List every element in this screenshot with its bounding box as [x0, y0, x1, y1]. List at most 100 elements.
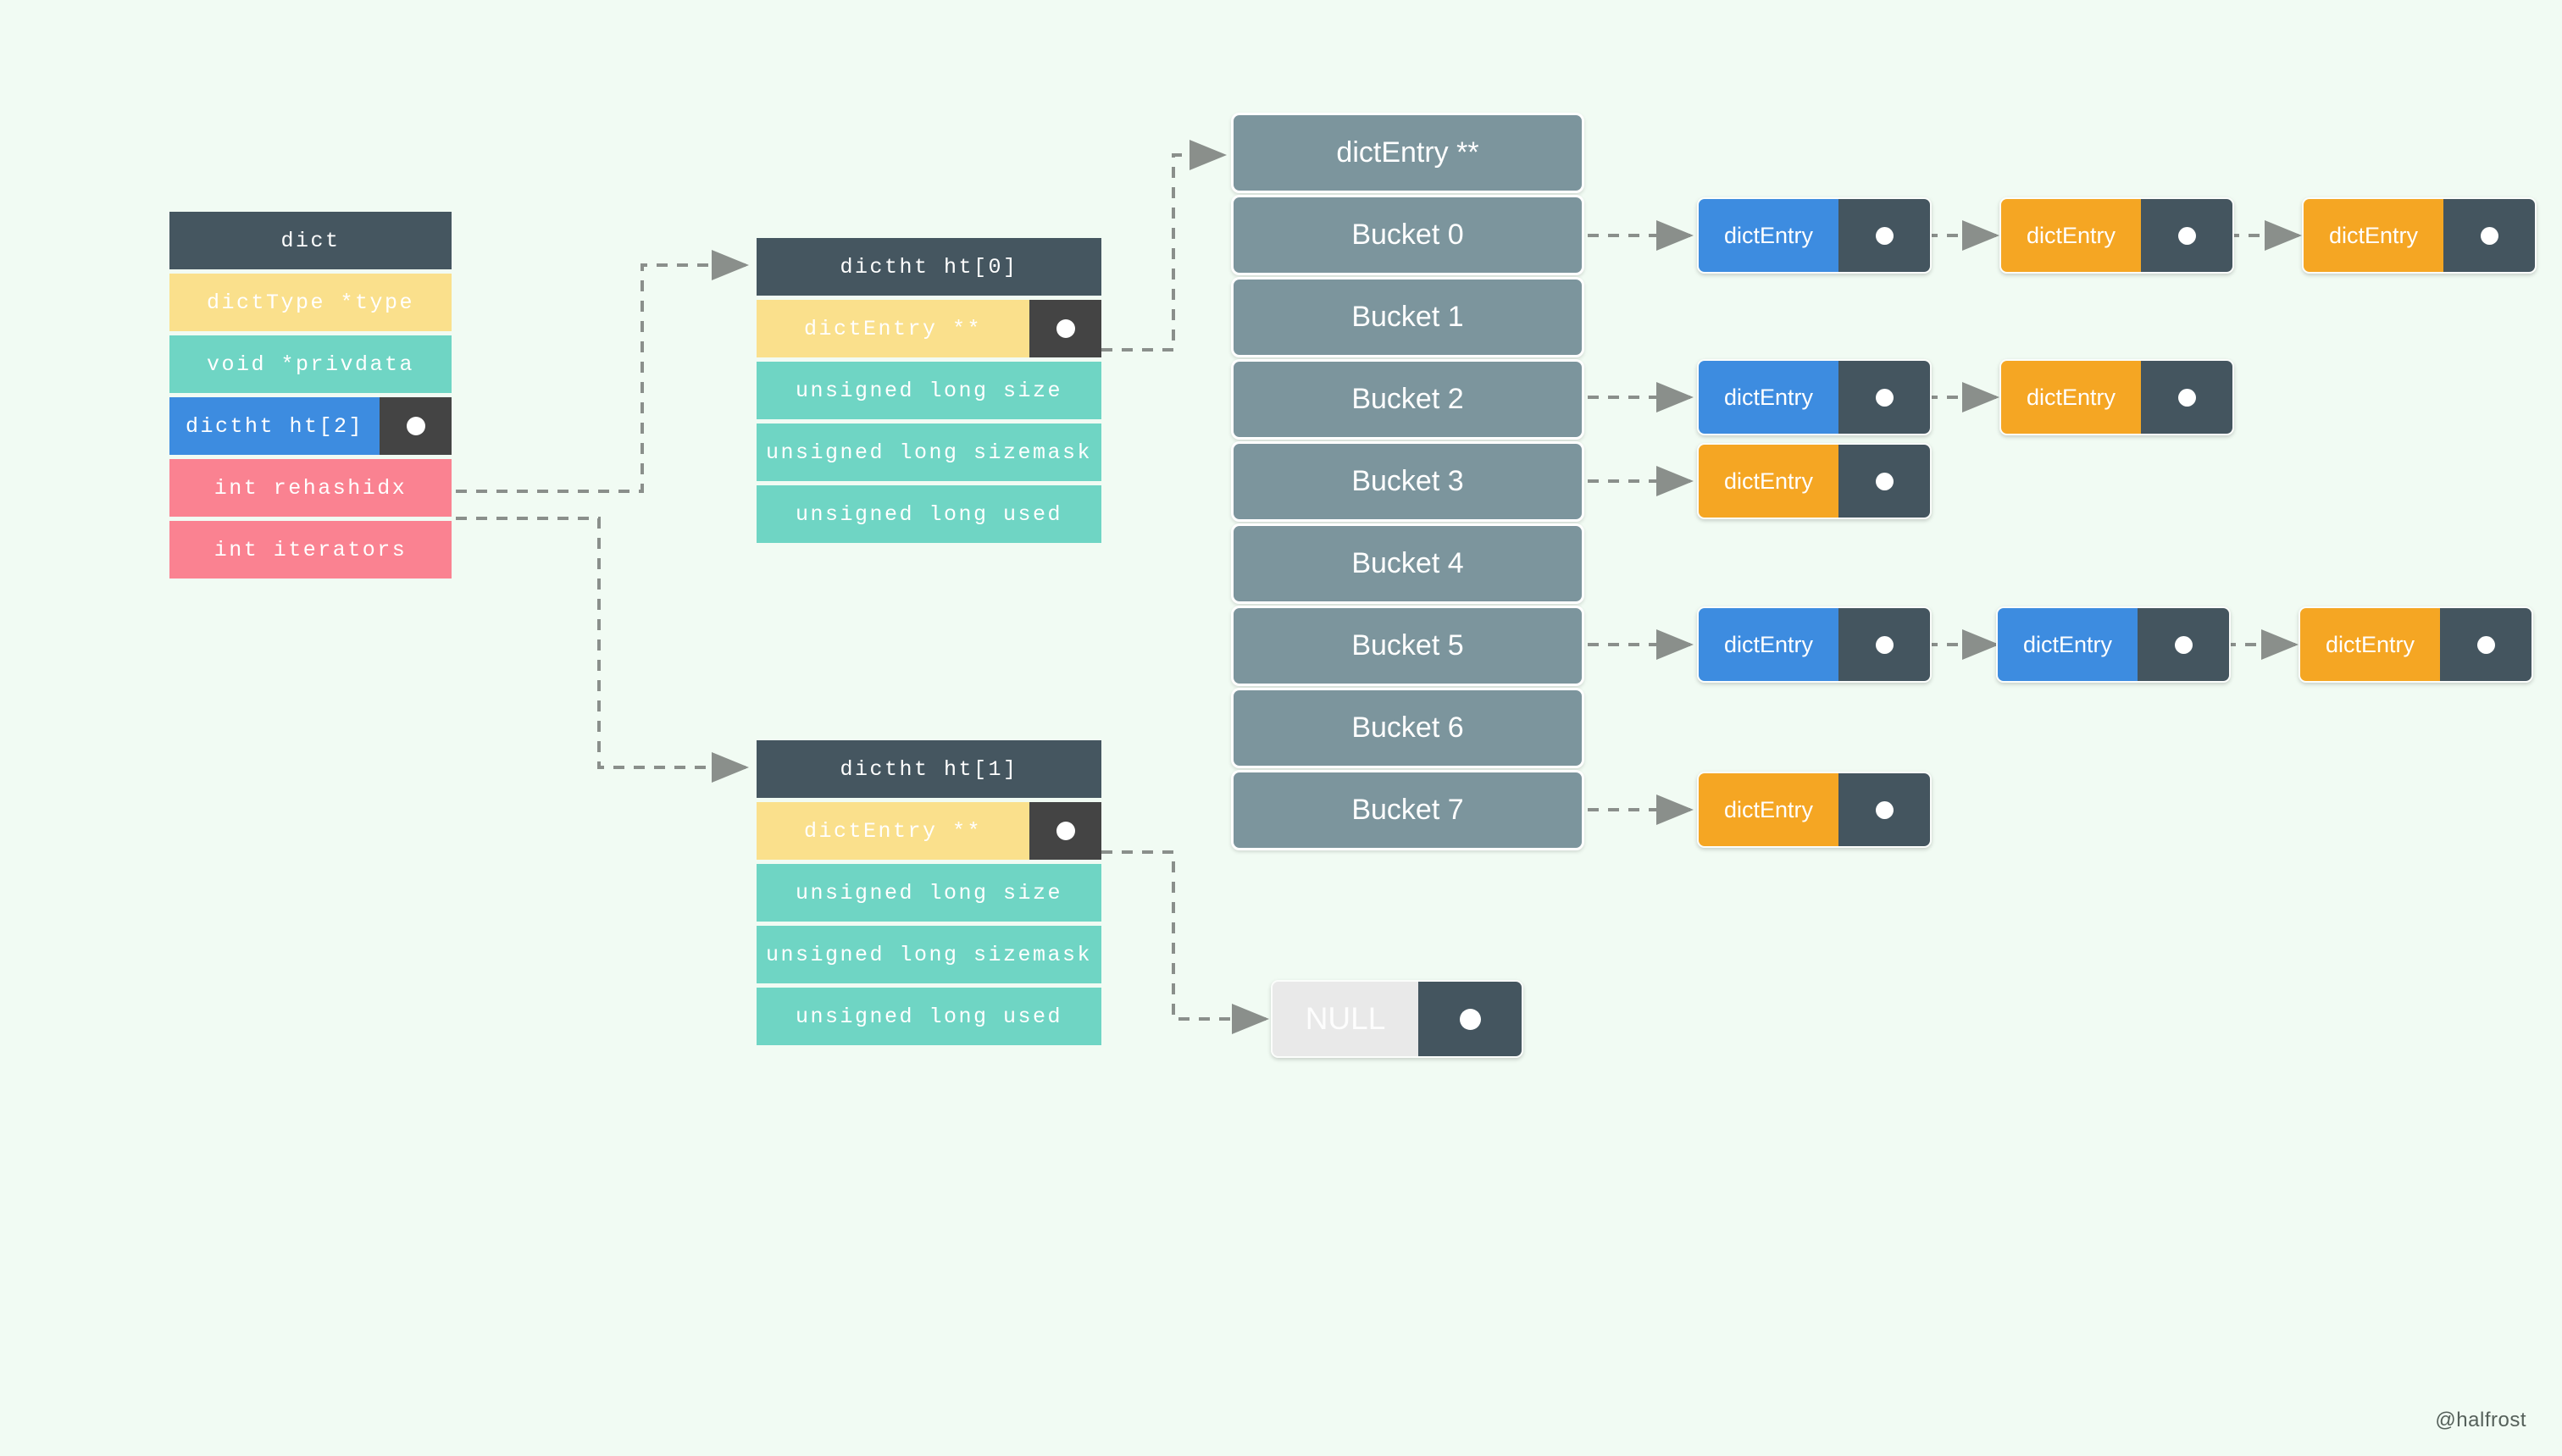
dict-field-label-type: dictType *type	[169, 274, 452, 331]
ht0-field-row-table[interactable]: dictEntry **	[757, 300, 1101, 357]
ht1-field-row-sizemask: unsigned long sizemask	[757, 926, 1101, 983]
wire-dict-to-ht0	[456, 250, 749, 493]
pointer-dot-icon	[1875, 472, 1894, 490]
chain7-node-0-next-pointer[interactable]	[1838, 773, 1930, 846]
wire-ht0-to-bucketarray	[1101, 140, 1227, 352]
dict-field-pointer-ht[interactable]	[380, 397, 452, 455]
bucket-0[interactable]: Bucket 0	[1231, 195, 1584, 275]
chain5-node-1-next-pointer[interactable]	[2138, 608, 2229, 681]
chain5-node-1[interactable]: dictEntry	[1996, 606, 2231, 683]
ht1-field-label-used: unsigned long used	[757, 988, 1101, 1045]
ht1-title-row: dictht ht[1]	[757, 740, 1101, 798]
bucket-array-header: dictEntry **	[1231, 113, 1584, 193]
dict-field-label-ht: dictht ht[2]	[169, 397, 380, 455]
null-node-label: NULL	[1273, 982, 1418, 1056]
pointer-dot-icon	[2177, 388, 2196, 407]
bucket-label: Bucket 7	[1351, 794, 1464, 826]
bucket-6[interactable]: Bucket 6	[1231, 688, 1584, 768]
dict-field-row-type: dictType *type	[169, 274, 452, 331]
dict-field-row-rehashidx: int rehashidx	[169, 459, 452, 517]
bucket-label: Bucket 3	[1351, 465, 1464, 497]
dict-field-row-privdata: void *privdata	[169, 335, 452, 393]
ht1-field-row-size: unsigned long size	[757, 864, 1101, 922]
chain0-node-0-label: dictEntry	[1699, 199, 1838, 272]
ht0-field-pointer-table[interactable]	[1029, 300, 1101, 357]
chain5-node-0-label: dictEntry	[1699, 608, 1838, 681]
chain3-node-0[interactable]: dictEntry	[1697, 443, 1932, 519]
pointer-dot-icon	[2174, 635, 2193, 654]
dict-field-label-privdata: void *privdata	[169, 335, 452, 393]
ht1-field-label-sizemask: unsigned long sizemask	[757, 926, 1101, 983]
chain5-node-0[interactable]: dictEntry	[1697, 606, 1932, 683]
dictht-ht1-block: dictht ht[1] dictEntry ** unsigned long …	[757, 740, 1101, 1045]
chain0-node-1[interactable]: dictEntry	[1999, 197, 2234, 274]
chain0-node-1-label: dictEntry	[2001, 199, 2141, 272]
pointer-dot-icon	[1875, 388, 1894, 407]
null-node-pointer[interactable]	[1418, 982, 1522, 1056]
pointer-dot-icon	[2480, 226, 2498, 245]
ht1-field-label-size: unsigned long size	[757, 864, 1101, 922]
pointer-dot-icon	[1875, 226, 1894, 245]
dictht-ht0-block: dictht ht[0] dictEntry ** unsigned long …	[757, 238, 1101, 543]
bucket-label: Bucket 1	[1351, 301, 1464, 333]
bucket-2[interactable]: Bucket 2	[1231, 359, 1584, 440]
ht1-field-pointer-table[interactable]	[1029, 802, 1101, 860]
ht0-field-row-sizemask: unsigned long sizemask	[757, 424, 1101, 481]
chain5-node-2[interactable]: dictEntry	[2299, 606, 2533, 683]
dict-struct-title-row: dict	[169, 212, 452, 269]
watermark: @halfrost	[2435, 1409, 2526, 1431]
chain0-node-2[interactable]: dictEntry	[2302, 197, 2537, 274]
pointer-dot-icon	[1056, 822, 1075, 840]
chain2-node-0-label: dictEntry	[1699, 361, 1838, 434]
chain0-node-2-next-pointer[interactable]	[2443, 199, 2535, 272]
dict-struct-title: dict	[280, 228, 341, 253]
ht0-title: dictht ht[0]	[840, 254, 1018, 280]
chain2-node-1[interactable]: dictEntry	[1999, 359, 2234, 435]
bucket-7[interactable]: Bucket 7	[1231, 770, 1584, 850]
bucket-label: Bucket 5	[1351, 629, 1464, 662]
chain5-node-1-label: dictEntry	[1998, 608, 2138, 681]
chain5-node-0-next-pointer[interactable]	[1838, 608, 1930, 681]
ht0-field-row-size: unsigned long size	[757, 362, 1101, 419]
chain2-node-0[interactable]: dictEntry	[1697, 359, 1932, 435]
chain7-node-0[interactable]: dictEntry	[1697, 772, 1932, 848]
dict-field-row-ht[interactable]: dictht ht[2]	[169, 397, 452, 455]
bucket-5[interactable]: Bucket 5	[1231, 606, 1584, 686]
chain0-node-0-next-pointer[interactable]	[1838, 199, 1930, 272]
bucket-4[interactable]: Bucket 4	[1231, 523, 1584, 604]
chain5-node-2-next-pointer[interactable]	[2440, 608, 2532, 681]
chain3-node-0-label: dictEntry	[1699, 445, 1838, 518]
wire-dict-to-ht1	[456, 517, 749, 783]
chain0-node-2-label: dictEntry	[2304, 199, 2443, 272]
wire-ht1-to-null	[1101, 850, 1269, 1034]
dict-struct-block: dict dictType *type void *privdata dicth…	[169, 212, 452, 579]
chain3-node-0-next-pointer[interactable]	[1838, 445, 1930, 518]
pointer-dot-icon	[1459, 1008, 1481, 1030]
pointer-dot-icon	[1875, 635, 1894, 654]
pointer-dot-icon	[2177, 226, 2196, 245]
ht1-field-row-used: unsigned long used	[757, 988, 1101, 1045]
ht0-title-row: dictht ht[0]	[757, 238, 1101, 296]
ht1-field-row-table[interactable]: dictEntry **	[757, 802, 1101, 860]
pointer-dot-icon	[1875, 800, 1894, 819]
bucket-array-block: dictEntry ** Bucket 0 Bucket 1 Bucket 2 …	[1231, 113, 1584, 850]
ht1-field-label-table: dictEntry **	[757, 802, 1029, 860]
null-node[interactable]: NULL	[1271, 980, 1523, 1058]
ht0-field-label-table: dictEntry **	[757, 300, 1029, 357]
chain2-node-1-next-pointer[interactable]	[2141, 361, 2232, 434]
dict-field-label-iterators: int iterators	[169, 521, 452, 579]
chain2-node-0-next-pointer[interactable]	[1838, 361, 1930, 434]
bucket-1[interactable]: Bucket 1	[1231, 277, 1584, 357]
chain0-node-1-next-pointer[interactable]	[2141, 199, 2232, 272]
dict-field-row-iterators: int iterators	[169, 521, 452, 579]
bucket-3[interactable]: Bucket 3	[1231, 441, 1584, 522]
ht0-field-label-size: unsigned long size	[757, 362, 1101, 419]
chain7-node-0-label: dictEntry	[1699, 773, 1838, 846]
pointer-dot-icon	[2476, 635, 2495, 654]
chain0-node-0[interactable]: dictEntry	[1697, 197, 1932, 274]
dict-field-label-rehashidx: int rehashidx	[169, 459, 452, 517]
chain5-node-2-label: dictEntry	[2300, 608, 2440, 681]
pointer-dot-icon	[1056, 319, 1075, 338]
ht0-field-label-used: unsigned long used	[757, 485, 1101, 543]
